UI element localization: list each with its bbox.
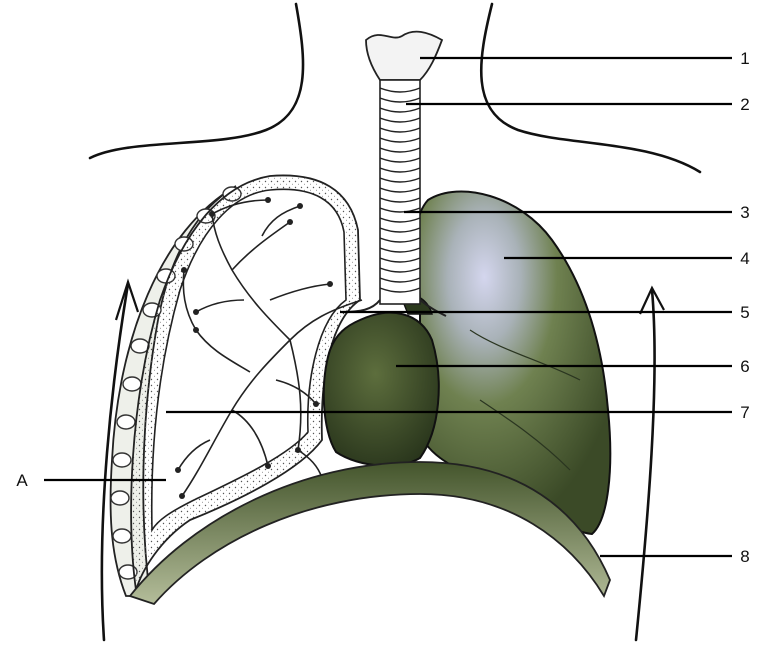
label-6: 6 xyxy=(740,357,749,376)
heart xyxy=(324,313,439,466)
label-a: A xyxy=(16,471,28,490)
label-3: 3 xyxy=(740,203,749,222)
label-4: 4 xyxy=(740,249,749,268)
larynx xyxy=(366,32,442,80)
label-5: 5 xyxy=(740,303,749,322)
label-8: 8 xyxy=(740,547,749,566)
label-7: 7 xyxy=(740,403,749,422)
label-1: 1 xyxy=(740,49,749,68)
label-2: 2 xyxy=(740,95,749,114)
